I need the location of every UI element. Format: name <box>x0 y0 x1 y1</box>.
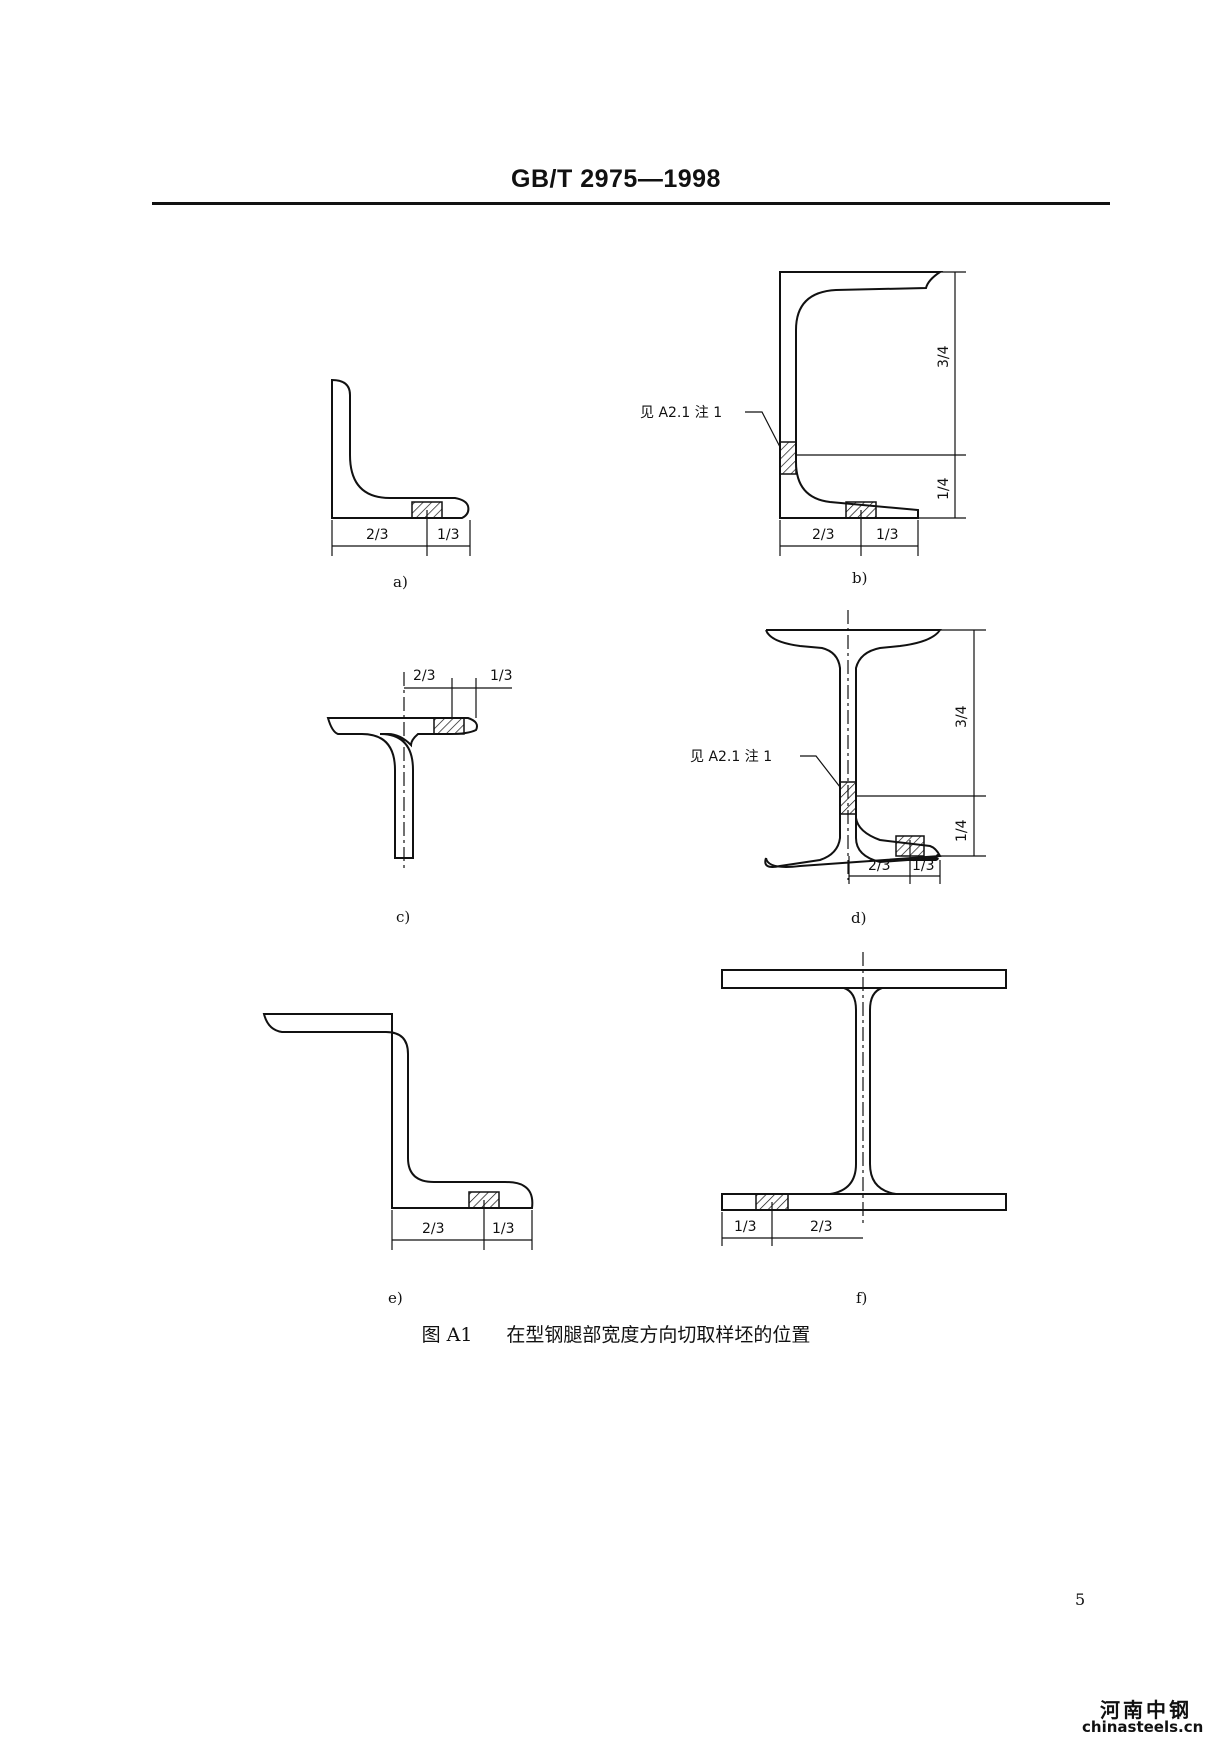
subfigure-label-a: a) <box>393 573 408 591</box>
caption-number: 图 A1 <box>421 1324 473 1346</box>
angle-section-a <box>331 378 470 519</box>
dim-b-one-quarter: 1/4 <box>936 477 952 500</box>
dim-d-one-quarter: 1/4 <box>954 819 970 842</box>
caption-text: 在型钢腿部宽度方向切取样坯的位置 <box>506 1324 811 1346</box>
figure-caption: 图 A1 在型钢腿部宽度方向切取样坯的位置 <box>0 1320 1232 1347</box>
web-specimen-hatch-b <box>779 441 797 475</box>
subfigure-label-d: d) <box>851 909 866 927</box>
dimension-d <box>800 629 986 884</box>
note-ref-d: 见 A2.1 注 1 <box>690 749 772 765</box>
i-beam-section-d <box>764 610 942 880</box>
dim-d-three-quarters: 3/4 <box>954 705 970 728</box>
dim-c-two-thirds: 2/3 <box>413 668 436 684</box>
subfigure-label-e: e) <box>388 1289 403 1307</box>
tee-section-c <box>326 717 478 859</box>
header-rule <box>152 202 1110 205</box>
dim-a-one-third: 1/3 <box>437 527 460 543</box>
dim-b-two-thirds: 2/3 <box>812 527 835 543</box>
subfigure-label-f: f) <box>856 1289 867 1307</box>
dim-f-one-third: 1/3 <box>734 1219 757 1235</box>
dim-d-two-thirds: 2/3 <box>868 858 891 874</box>
note-ref-b: 见 A2.1 注 1 <box>640 405 722 421</box>
h-section-f <box>721 952 1007 1226</box>
dim-c-one-third: 1/3 <box>490 668 513 684</box>
dimension-a <box>331 510 471 556</box>
dimension-e <box>391 1200 533 1250</box>
dim-a-two-thirds: 2/3 <box>366 527 389 543</box>
dim-e-one-third: 1/3 <box>492 1221 515 1237</box>
z-section-e <box>262 1013 534 1209</box>
dimension-b <box>745 271 966 556</box>
subfigure-label-b: b) <box>852 569 867 587</box>
standard-code-header: GB/T 2975—1998 <box>511 165 721 193</box>
dim-b-three-quarters: 3/4 <box>936 345 952 368</box>
dim-e-two-thirds: 2/3 <box>422 1221 445 1237</box>
dimension-f <box>721 1202 863 1246</box>
watermark-logo-text: 河南中钢 <box>1100 1698 1192 1722</box>
dim-d-one-third: 1/3 <box>912 858 935 874</box>
channel-section-b <box>779 271 944 519</box>
web-specimen-hatch-d <box>839 781 857 815</box>
page-number: 5 <box>1075 1590 1086 1609</box>
watermark-url: chinasteels.cn <box>1082 1718 1204 1736</box>
subfigure-label-c: c) <box>396 908 410 926</box>
dimension-c <box>403 672 512 872</box>
dim-f-two-thirds: 2/3 <box>810 1219 833 1235</box>
specimen-hatch-c <box>433 717 465 735</box>
dim-b-one-third: 1/3 <box>876 527 899 543</box>
